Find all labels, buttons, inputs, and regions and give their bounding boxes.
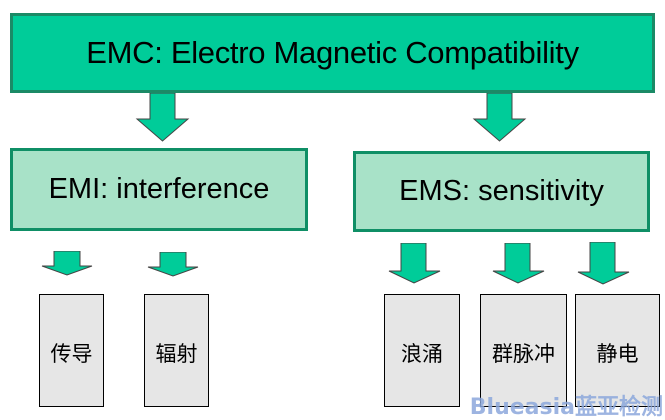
arrow-down-icon xyxy=(135,93,190,142)
arrow-down-icon xyxy=(147,252,199,277)
ems-box: EMS: sensitivity xyxy=(353,151,650,232)
emi-box: EMI: interference xyxy=(10,148,308,231)
leaf-esd: 静电 xyxy=(575,294,660,407)
emi-label: EMI: interference xyxy=(48,173,270,205)
leaf-label: 静电 xyxy=(596,341,639,366)
leaf-label: 浪涌 xyxy=(401,341,443,366)
emc-root-label: EMC: Electro Magnetic Compatibility xyxy=(86,35,579,70)
arrow-down-icon xyxy=(41,251,93,276)
leaf-burst: 群脉冲 xyxy=(480,294,567,407)
arrow-down-icon xyxy=(472,93,527,142)
leaf-label: 辐射 xyxy=(155,341,198,366)
leaf-conducted: 传导 xyxy=(39,294,104,407)
arrow-down-icon xyxy=(577,242,630,285)
arrow-down-icon xyxy=(492,243,545,284)
emc-root-box: EMC: Electro Magnetic Compatibility xyxy=(10,13,655,93)
arrow-down-icon xyxy=(388,243,441,284)
leaf-radiated: 辐射 xyxy=(144,294,209,407)
leaf-surge: 浪涌 xyxy=(384,294,460,407)
ems-label: EMS: sensitivity xyxy=(399,175,604,207)
leaf-label: 传导 xyxy=(50,341,93,366)
leaf-label: 群脉冲 xyxy=(492,341,555,366)
watermark: Blueasia蓝亚检测 xyxy=(469,395,663,420)
